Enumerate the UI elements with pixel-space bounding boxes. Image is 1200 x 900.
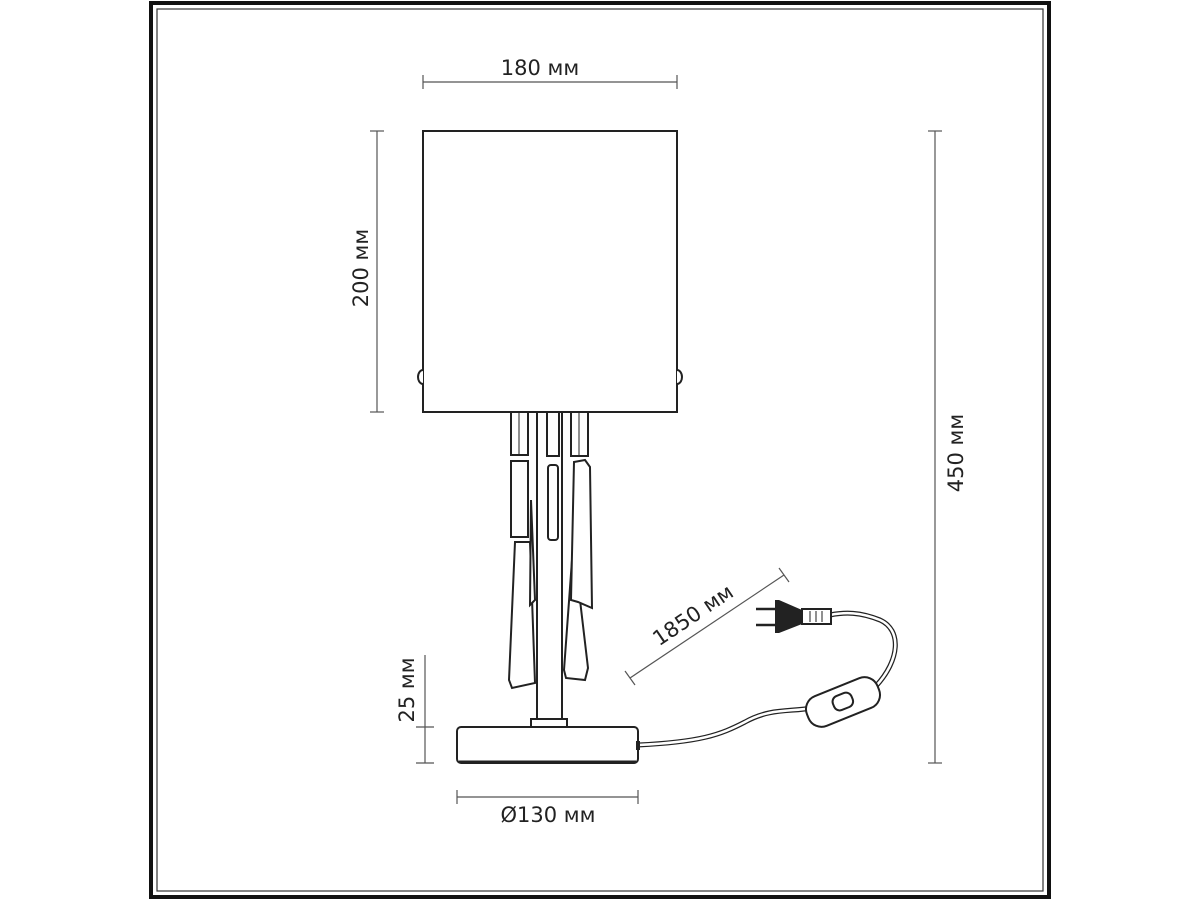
shade-screw-right — [676, 369, 683, 385]
dimension-cord-length: 1850 мм — [624, 567, 790, 686]
lamp-stem — [536, 411, 563, 723]
plug-icon — [756, 600, 832, 633]
crystal-pendants — [507, 411, 594, 690]
inline-switch — [804, 676, 882, 728]
shade-height-label: 200 мм — [349, 229, 373, 307]
dimension-base-diameter: Ø130 мм — [456, 790, 639, 827]
base-diameter-label: Ø130 мм — [501, 803, 596, 827]
dimension-shade-height: 200 мм — [349, 130, 384, 413]
inner-frame — [156, 8, 1044, 892]
shade-width-label: 180 мм — [501, 56, 579, 80]
dimension-total-height: 450 мм — [928, 130, 968, 764]
lamp-base — [456, 726, 640, 764]
base-height-label: 25 мм — [395, 657, 419, 722]
power-cord — [637, 610, 898, 748]
dimension-shade-width: 180 мм — [422, 56, 678, 89]
dimension-base-height: 25 мм — [395, 655, 434, 764]
total-height-label: 450 мм — [944, 414, 968, 492]
outer-frame — [149, 1, 1051, 899]
shade-screw-left — [417, 369, 424, 385]
lamp-shade — [422, 130, 678, 413]
